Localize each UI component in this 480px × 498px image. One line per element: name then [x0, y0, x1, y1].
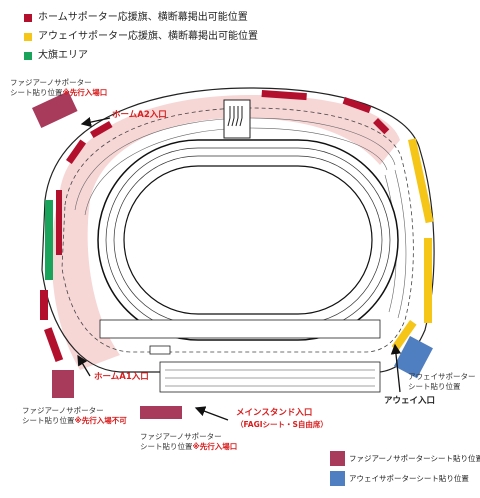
away-sheet: [394, 336, 433, 379]
label-away-sheet-1: アウェイサポーター: [408, 372, 476, 381]
main-stand-building: [159, 361, 381, 393]
label-sheet-nw-note: ※先行入場口: [62, 88, 108, 97]
stand-row-3: [394, 169, 407, 319]
label-sheet-s-2: シート貼り位置: [140, 442, 193, 451]
bottom-legend-label-home: ファジアーノサポーターシート貼り位置: [349, 453, 480, 463]
arrow-away: [390, 343, 402, 393]
home-a2-gate-label: ホームA2入口: [112, 110, 167, 120]
away-gate-label: アウェイ入口: [384, 396, 436, 406]
main-stand-seats: [165, 369, 375, 387]
legend-swatch-away: [24, 33, 32, 41]
arrow-home-a1: [77, 354, 91, 377]
arrow-home-a2: [80, 117, 111, 128]
label-sheet-s: ファジアーノサポーター シート貼り位置※先行入場口: [140, 432, 237, 452]
label-sheet-s-2-row: シート貼り位置※先行入場口: [140, 442, 237, 452]
stadium-outer-outline: [41, 87, 435, 373]
bottom-legend-swatch-home: [330, 450, 345, 466]
label-sheet-nw-2-row: シート貼り位置※先行入場口: [10, 88, 107, 98]
label-away-sheet: アウェイサポーター シート貼り位置: [408, 372, 476, 392]
main-stand-gate-label: メインスタンド入口 （FAGIシート・S自由席）: [236, 408, 328, 430]
flag-area: [45, 200, 53, 280]
top-legend: ホームサポーター応援旗、横断幕掲出可能位置 アウェイサポーター応援旗、横断幕掲出…: [24, 10, 258, 67]
home-sheet-nw: [31, 91, 78, 128]
field: [123, 165, 373, 315]
bottom-legend-swatch-away: [330, 470, 345, 486]
bottom-legend-home: ファジアーノサポーターシート貼り位置: [330, 450, 480, 466]
label-sheet-s-1: ファジアーノサポーター: [140, 432, 222, 441]
main-stand-gate-2: （FAGIシート・S自由席）: [236, 420, 328, 429]
label-away-sheet-2: シート貼り位置: [408, 382, 461, 391]
label-sheet-sw-2: シート貼り位置: [22, 416, 75, 425]
bottom-legend-away: アウェイサポーターシート貼り位置: [330, 470, 480, 486]
away-banner-positions: [391, 138, 434, 351]
label-sheet-sw-note: ※先行入場不可: [74, 416, 127, 425]
main-stand-gate-1: メインスタンド入口: [236, 408, 313, 418]
legend-swatch-home: [24, 14, 32, 22]
home-zone: [51, 95, 400, 370]
home-sheet-s: [140, 406, 182, 419]
scoreboard-figures: [227, 106, 243, 127]
home-a1-gate-label: ホームA1入口: [94, 372, 149, 382]
arrow-main: [194, 406, 229, 421]
bottom-legend-label-away: アウェイサポーターシート貼り位置: [349, 473, 469, 483]
label-sheet-nw: ファジアーノサポーター シート貼り位置※先行入場口: [10, 78, 107, 98]
legend-item-flag: 大旗エリア: [24, 48, 258, 64]
label-sheet-nw-1: ファジアーノサポーター: [10, 78, 92, 87]
main-stand-upper: [99, 319, 381, 339]
legend-label-away: アウェイサポーター応援旗、横断幕掲出可能位置: [38, 31, 258, 42]
home-banner-positions: [40, 90, 390, 362]
scoreboard: [223, 99, 251, 139]
label-sheet-nw-2: シート貼り位置: [10, 88, 63, 97]
legend-swatch-flag: [24, 52, 32, 60]
legend-label-home: ホームサポーター応援旗、横断幕掲出可能位置: [38, 12, 248, 23]
label-sheet-sw: ファジアーノサポーター シート貼り位置※先行入場不可: [22, 406, 127, 426]
home-sheet-sw: [52, 370, 74, 398]
legend-label-flag: 大旗エリア: [38, 50, 88, 61]
label-sheet-sw-2-row: シート貼り位置※先行入場不可: [22, 416, 127, 426]
bottom-legend: ファジアーノサポーターシート貼り位置 アウェイサポーターシート貼り位置: [330, 450, 480, 490]
main-stand-roof: [149, 345, 171, 355]
label-sheet-s-note: ※先行入場口: [192, 442, 238, 451]
label-sheet-sw-1: ファジアーノサポーター: [22, 406, 104, 415]
legend-item-away: アウェイサポーター応援旗、横断幕掲出可能位置: [24, 29, 258, 45]
legend-item-home: ホームサポーター応援旗、横断幕掲出可能位置: [24, 10, 258, 26]
